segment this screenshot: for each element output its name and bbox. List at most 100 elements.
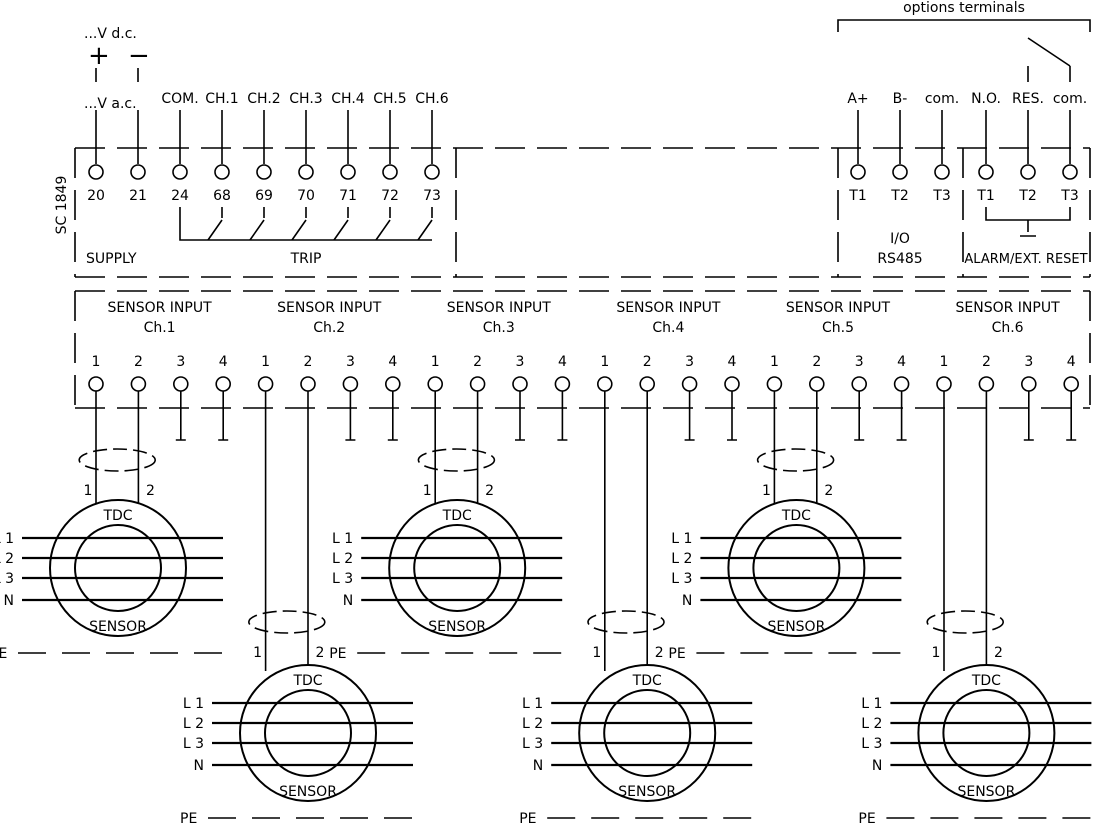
- phase-label: N: [194, 758, 204, 774]
- sensor-pin: 1: [257, 354, 274, 392]
- sensor-input-channel: Ch.1: [144, 320, 176, 336]
- sensor-pin: 3: [342, 354, 359, 441]
- sensor-pin-terminal: [427, 376, 444, 392]
- phase-label: L 3: [183, 736, 204, 752]
- pe-label: PE: [0, 646, 7, 662]
- io-label: I/O: [890, 231, 910, 247]
- phase-label: L 3: [671, 571, 692, 587]
- sensor-pin: 3: [512, 354, 528, 441]
- sensor-pin-terminal: [1021, 376, 1037, 392]
- sensor-pin: 4: [384, 354, 401, 441]
- unused-pin-stub: [218, 391, 229, 441]
- unused-pin-stub: [684, 391, 695, 441]
- terminal-number: 24: [171, 188, 189, 204]
- sensor-pin: 2: [808, 354, 825, 392]
- sensor-input-channel: Ch.2: [313, 320, 345, 336]
- minus-sign: −: [128, 41, 150, 71]
- unused-pin-stub: [515, 391, 525, 441]
- phase-label: L 3: [332, 571, 353, 587]
- sensor-bottom-label: SENSOR: [428, 619, 486, 635]
- phase-label: L 1: [0, 531, 14, 547]
- sensor-inner-ring: [264, 689, 352, 777]
- alarm-terminals: N.O. T1 RES. T2 com. T3 ALARM/EXT. RESET: [964, 37, 1088, 267]
- sensor-pin-terminal: [300, 376, 316, 392]
- terminal-label: CH.5: [373, 91, 406, 107]
- sensor-pin-number: 2: [643, 354, 652, 370]
- sensor-pin-terminal: [766, 376, 783, 392]
- sensor-input-title: SENSOR INPUT: [616, 300, 721, 316]
- sensor-pin-terminal: [130, 376, 147, 392]
- sensor-wire-2-label: 2: [146, 483, 155, 499]
- unused-pin-stub: [727, 391, 737, 441]
- options-terminals-label: options terminals: [903, 0, 1025, 16]
- supply-polarity: ...V d.c. + − ...V a.c.: [84, 26, 150, 112]
- terminal-number: T2: [1018, 188, 1036, 204]
- sensor-input-title: SENSOR INPUT: [786, 300, 891, 316]
- sensor-bottom-label: SENSOR: [767, 619, 825, 635]
- unused-pin-stub: [854, 391, 865, 441]
- sensor-pin: 4: [893, 354, 910, 441]
- phase-label: N: [4, 593, 14, 609]
- sensor-wire-1-label: 1: [423, 483, 432, 499]
- terminal-69-ch2: CH.2 69: [247, 91, 280, 204]
- terminal-72-ch5: CH.5 72: [373, 91, 406, 204]
- phase-label: L 3: [861, 736, 882, 752]
- pe-label: PE: [180, 811, 197, 823]
- phase-label: L 2: [861, 716, 882, 732]
- sensor-bottom-label: SENSOR: [89, 619, 147, 635]
- sensor-top-label: TDC: [971, 673, 1001, 689]
- terminal-label: CH.4: [331, 91, 365, 107]
- terminal-number: 20: [87, 188, 105, 204]
- sensor-top-label: TDC: [632, 673, 662, 689]
- twisted-pair-marker: [417, 448, 496, 472]
- sensor-pin: 4: [215, 354, 231, 441]
- sensor-input-channel: Ch.6: [992, 320, 1024, 336]
- sensor-pin: 2: [978, 354, 995, 392]
- sensor-pin-terminal: [596, 376, 613, 392]
- supply-label: SUPPLY: [86, 251, 137, 267]
- terminal-label: A+: [847, 91, 868, 107]
- trip-label: TRIP: [290, 251, 322, 267]
- sensor-inner-ring: [942, 689, 1031, 777]
- alarm-terminal-com: com. T3: [1053, 91, 1087, 204]
- terminal-number: T1: [976, 188, 994, 204]
- sensor-pin: 1: [88, 354, 104, 392]
- sensor-pin-number: 3: [1024, 354, 1033, 370]
- sensor-pin-number: 3: [855, 354, 864, 370]
- terminal-71-ch4: CH.4 71: [331, 91, 365, 204]
- sensor-pin-terminal: [173, 376, 189, 392]
- alarm-contact-bracket: [985, 207, 1071, 237]
- sensor-input-title: SENSOR INPUT: [956, 300, 1061, 316]
- sensor-input-channel: Ch.3: [483, 320, 515, 336]
- options-bracket: [837, 19, 1091, 32]
- sensor-wire-2-label: 2: [994, 645, 1003, 661]
- phase-label: N: [343, 593, 353, 609]
- sensor-pin: 4: [724, 354, 740, 441]
- rs485-terminals: A+ T1 B- T2 com. T3 I/O RS485: [847, 91, 959, 267]
- alarm-terminal-res: RES. T2: [1012, 91, 1044, 204]
- terminal-label: com.: [1053, 91, 1087, 107]
- alarm-terminal-no: N.O. T1: [971, 91, 1001, 204]
- sensor-pin: 1: [936, 354, 952, 392]
- sensor-pin-number: 1: [431, 354, 440, 370]
- terminal-68-ch1: CH.1 68: [205, 91, 238, 204]
- rs485-label: RS485: [877, 251, 922, 267]
- unused-pin-stub: [896, 391, 907, 441]
- rs485-terminal-com: com. T3: [925, 91, 959, 204]
- sensor-pin: 3: [681, 354, 698, 441]
- sensor-pin-number: 4: [388, 354, 397, 370]
- sensor-wire-2-label: 2: [316, 645, 325, 661]
- unused-pin-stub: [1066, 391, 1077, 441]
- phase-label: L 1: [332, 531, 353, 547]
- sensor-pin: 4: [554, 354, 571, 441]
- sensor-pin-terminal: [257, 376, 274, 392]
- terminal-label: RES.: [1012, 91, 1044, 107]
- sensor-top-label: TDC: [781, 508, 811, 524]
- rs485-terminal-b: B- T2: [890, 91, 908, 204]
- phase-label: L 1: [671, 531, 692, 547]
